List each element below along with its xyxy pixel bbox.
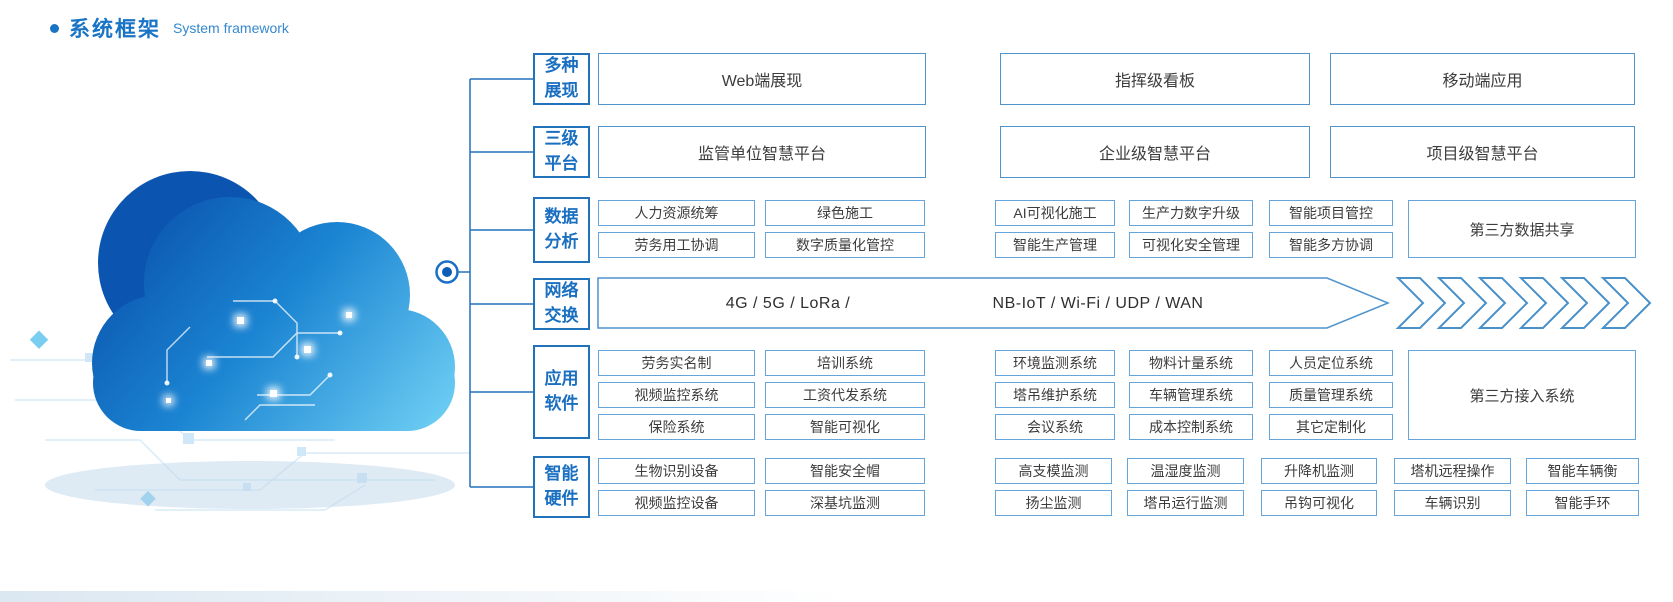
data-analysis-box: 绿色施工 [765, 200, 925, 226]
chevron-right-icon [1518, 277, 1570, 329]
software-box: 质量管理系统 [1269, 382, 1393, 408]
data-analysis-row-2: 劳务用工协调数字质量化管控 智能生产管理可视化安全管理智能多方协调 [598, 232, 1393, 258]
software-box: 物料计量系统 [1129, 350, 1253, 376]
page-title: 系统框架 System framework [50, 13, 289, 43]
data-analysis-box: 智能项目管控 [1269, 200, 1393, 226]
page-title-en: System framework [173, 20, 289, 36]
software-box: 塔吊维护系统 [995, 382, 1115, 408]
category-data-analysis: 数据分析 [533, 197, 590, 263]
hardware-box: 高支模监测 [995, 458, 1112, 484]
software-row-1: 劳务实名制培训系统 环境监测系统物料计量系统人员定位系统 [598, 350, 1393, 376]
software-row-3: 保险系统智能可视化 会议系统成本控制系统其它定制化 [598, 414, 1393, 440]
software-box: 其它定制化 [1269, 414, 1393, 440]
glow-chips [163, 309, 355, 406]
cloud-circuit-traces [166, 300, 340, 421]
page-title-zh: 系统框架 [69, 18, 161, 41]
hardware-box: 智能手环 [1526, 490, 1639, 516]
hardware-row-1: 生物识别设备智能安全帽 高支模监测温湿度监测升降机监测塔机远程操作智能车辆衡 [598, 458, 1639, 484]
hardware-box: 升降机监测 [1261, 458, 1377, 484]
software-box: 培训系统 [765, 350, 925, 376]
data-analysis-box: 人力资源统筹 [598, 200, 755, 226]
platform-row: 监管单位智慧平台 企业级智慧平台项目级智慧平台 [598, 126, 1635, 178]
hardware-box: 塔吊运行监测 [1127, 490, 1244, 516]
display-row: Web端展现 指挥级看板移动端应用 [598, 53, 1635, 105]
software-box: 视频监控系统 [598, 382, 755, 408]
hardware-box: 智能安全帽 [765, 458, 925, 484]
software-box: 智能可视化 [765, 414, 925, 440]
network-label-right: NB-IoT / Wi-Fi / UDP / WAN [992, 295, 1204, 312]
display-box: 移动端应用 [1330, 53, 1635, 105]
software-box: 会议系统 [995, 414, 1115, 440]
software-box: 车辆管理系统 [1129, 382, 1253, 408]
data-analysis-box: 智能生产管理 [995, 232, 1115, 258]
platform-box: 监管单位智慧平台 [598, 126, 926, 178]
data-analysis-box: 智能多方协调 [1269, 232, 1393, 258]
network-arrow-shape [597, 277, 1652, 329]
platform-box: 项目级智慧平台 [1330, 126, 1635, 178]
chevron-right-icon [1395, 277, 1447, 329]
software-box: 环境监测系统 [995, 350, 1115, 376]
chevron-right-icon [1477, 277, 1529, 329]
network-label-left: 4G / 5G / LoRa / [725, 295, 851, 312]
category-multi-display: 多种展现 [533, 53, 590, 105]
chevron-right-icon [1600, 277, 1652, 329]
floor-gradient [0, 591, 850, 602]
display-box: Web端展现 [598, 53, 926, 105]
cloud-shadow [45, 461, 455, 509]
software-box: 成本控制系统 [1129, 414, 1253, 440]
hardware-row-2: 视频监控设备深基坑监测 扬尘监测塔吊运行监测吊钩可视化车辆识别智能手环 [598, 490, 1639, 516]
hardware-box: 视频监控设备 [598, 490, 755, 516]
hardware-box: 智能车辆衡 [1526, 458, 1639, 484]
category-software: 应用软件 [533, 345, 590, 439]
software-box: 工资代发系统 [765, 382, 925, 408]
data-analysis-box: 数字质量化管控 [765, 232, 925, 258]
display-box: 指挥级看板 [1000, 53, 1310, 105]
software-box: 保险系统 [598, 414, 755, 440]
hardware-box: 温湿度监测 [1127, 458, 1244, 484]
category-network: 网络交换 [533, 278, 590, 330]
hardware-box: 扬尘监测 [995, 490, 1112, 516]
cloud-graphic [10, 171, 470, 511]
platform-box: 企业级智慧平台 [1000, 126, 1310, 178]
data-analysis-box: 劳务用工协调 [598, 232, 755, 258]
chevron-right-icon [1436, 277, 1488, 329]
hardware-box: 吊钩可视化 [1261, 490, 1377, 516]
category-hardware: 智能硬件 [533, 456, 590, 518]
category-three-platform: 三级平台 [533, 126, 590, 178]
data-analysis-box: 可视化安全管理 [1129, 232, 1253, 258]
bullet-icon [50, 23, 59, 33]
chevron-right-icon [1559, 277, 1611, 329]
hardware-box: 车辆识别 [1394, 490, 1511, 516]
software-row-2: 视频监控系统工资代发系统 塔吊维护系统车辆管理系统质量管理系统 [598, 382, 1393, 408]
software-box: 人员定位系统 [1269, 350, 1393, 376]
hardware-box: 塔机远程操作 [1394, 458, 1511, 484]
software-box: 劳务实名制 [598, 350, 755, 376]
data-analysis-box: 生产力数字升级 [1129, 200, 1253, 226]
data-analysis-row-1: 人力资源统筹绿色施工 AI可视化施工生产力数字升级智能项目管控 [598, 200, 1393, 226]
network-band: 4G / 5G / LoRa / NB-IoT / Wi-Fi / UDP / … [597, 277, 1652, 330]
trace-nodes [164, 298, 343, 386]
third-party-data-box: 第三方数据共享 [1408, 200, 1636, 258]
third-party-access-box: 第三方接入系统 [1408, 350, 1636, 440]
cloud-body [92, 197, 455, 431]
data-analysis-box: AI可视化施工 [995, 200, 1115, 226]
hardware-box: 深基坑监测 [765, 490, 925, 516]
hardware-box: 生物识别设备 [598, 458, 755, 484]
